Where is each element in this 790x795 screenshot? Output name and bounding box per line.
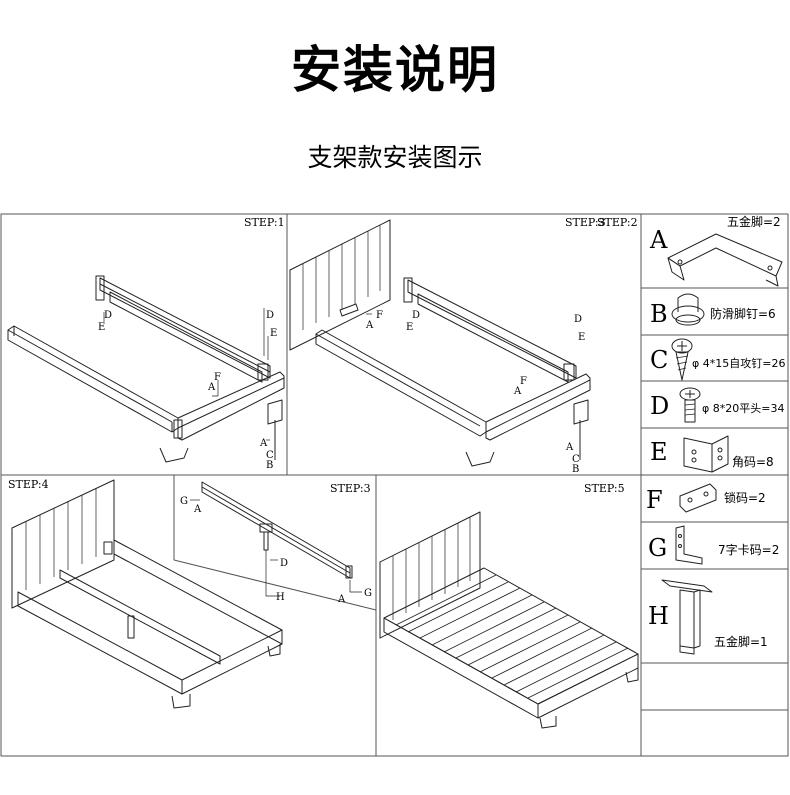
svg-text:G: G [180, 496, 188, 507]
self-tapping-screw-icon [671, 338, 693, 381]
support-leg-icon [661, 579, 713, 655]
headboard [11, 479, 115, 609]
svg-text:H: H [276, 592, 285, 603]
svg-text:D: D [104, 310, 112, 321]
side-rail-back [407, 279, 577, 379]
svg-text:D: D [574, 314, 582, 325]
corner-foot [159, 447, 189, 463]
svg-text:C: C [266, 450, 274, 461]
step1-illustration: STEP:1 D E D E F A A C B [7, 216, 285, 471]
footboard-rail [315, 329, 487, 437]
footboard-rail [7, 325, 179, 433]
svg-text:A: A [365, 320, 374, 331]
part-letter-c: C [650, 346, 668, 374]
step5-illustration: STEP:5 [379, 482, 639, 729]
svg-text:B: B [572, 464, 579, 475]
support-leg-mount [259, 523, 273, 533]
corner-foot [465, 451, 495, 467]
page-subtitle: 支架款安装图示 [307, 143, 483, 172]
svg-text:G: G [364, 588, 372, 599]
part-letter-e: E [650, 438, 668, 466]
grid-frame [0, 213, 789, 757]
lock-plate [339, 303, 359, 317]
corner-bracket-e2 [257, 363, 269, 381]
part-letter-a: A [649, 226, 668, 254]
corner-foot-icon [667, 233, 783, 287]
part-desc-b: 防滑脚钉=6 [710, 306, 776, 321]
part-letter-f: F [646, 486, 663, 514]
headboard [379, 511, 481, 639]
svg-text:E: E [406, 322, 413, 333]
center-beam [59, 569, 221, 665]
svg-text:A: A [259, 438, 268, 449]
svg-text:F: F [520, 376, 527, 387]
foot-rail [537, 653, 639, 719]
l-clip [345, 565, 353, 579]
step3-illustration: STEP:3 G A D H A G [180, 481, 372, 605]
page-title: 安装说明 [291, 41, 499, 99]
svg-text:E: E [98, 322, 105, 333]
svg-text:B: B [266, 460, 273, 471]
corner-bracket-icon [683, 435, 729, 473]
center-support-leg [127, 615, 135, 639]
parts-panel [661, 233, 783, 655]
step2-overlap-label: STEP:3 [565, 216, 606, 229]
svg-text:F: F [376, 310, 383, 321]
svg-text:F: F [214, 372, 221, 383]
l-clip-icon [675, 525, 703, 565]
part-desc-f: 锁码=2 [724, 490, 766, 505]
lock-plate-icon [679, 483, 717, 513]
step2-illustration: STEP:3 STEP:2 F A D E D E [289, 216, 638, 475]
parts-labels: A 五金脚=2 B 防滑脚钉=6 C φ 4*15自攻钉=26 D φ 8*20… [646, 214, 785, 649]
foot-rail [181, 629, 283, 695]
part-desc-d: φ 8*20平头=34 [702, 402, 784, 415]
side-rail-left [383, 617, 539, 719]
part-desc-c: φ 4*15自攻钉=26 [692, 356, 785, 370]
svg-text:D: D [266, 310, 274, 321]
slats [395, 574, 629, 699]
side-rail-slat-ledge [109, 291, 263, 383]
anti-slip-stud-icon [671, 293, 705, 326]
part-letter-b: B [650, 300, 668, 328]
side-rail-right [113, 539, 283, 645]
part-letter-h: H [648, 602, 669, 630]
part-desc-a: 五金脚=2 [727, 214, 781, 229]
part-desc-g: 7字卡码=2 [718, 542, 779, 557]
svg-text:C: C [572, 454, 580, 465]
step2-label: STEP:2 [597, 216, 638, 229]
part-desc-h: 五金脚=1 [714, 634, 768, 649]
step1-label: STEP:1 [244, 216, 285, 229]
headboard [289, 219, 391, 351]
step4-label: STEP:4 [8, 478, 49, 491]
svg-text:D: D [412, 310, 420, 321]
step4-illustration: STEP:4 [8, 478, 283, 709]
svg-text:E: E [270, 328, 277, 339]
step5-label: STEP:5 [584, 482, 625, 495]
part-letter-g: G [648, 534, 667, 562]
svg-text:D: D [280, 558, 288, 569]
svg-text:A: A [207, 382, 216, 393]
step3-label: STEP:3 [330, 482, 371, 495]
side-rail-left [17, 591, 183, 695]
svg-text:A: A [193, 504, 202, 515]
side-rail-back [99, 277, 271, 379]
corner-bracket-e [95, 275, 105, 301]
svg-text:A: A [565, 442, 574, 453]
slat-platform [383, 567, 639, 705]
svg-text:A: A [337, 594, 346, 605]
part-letter-d: D [650, 392, 669, 420]
flat-head-bolt-icon [679, 387, 701, 423]
svg-text:E: E [578, 332, 585, 343]
part-desc-e: 角码=8 [732, 455, 774, 469]
svg-text:A: A [513, 386, 522, 397]
side-rail-front [485, 373, 591, 441]
